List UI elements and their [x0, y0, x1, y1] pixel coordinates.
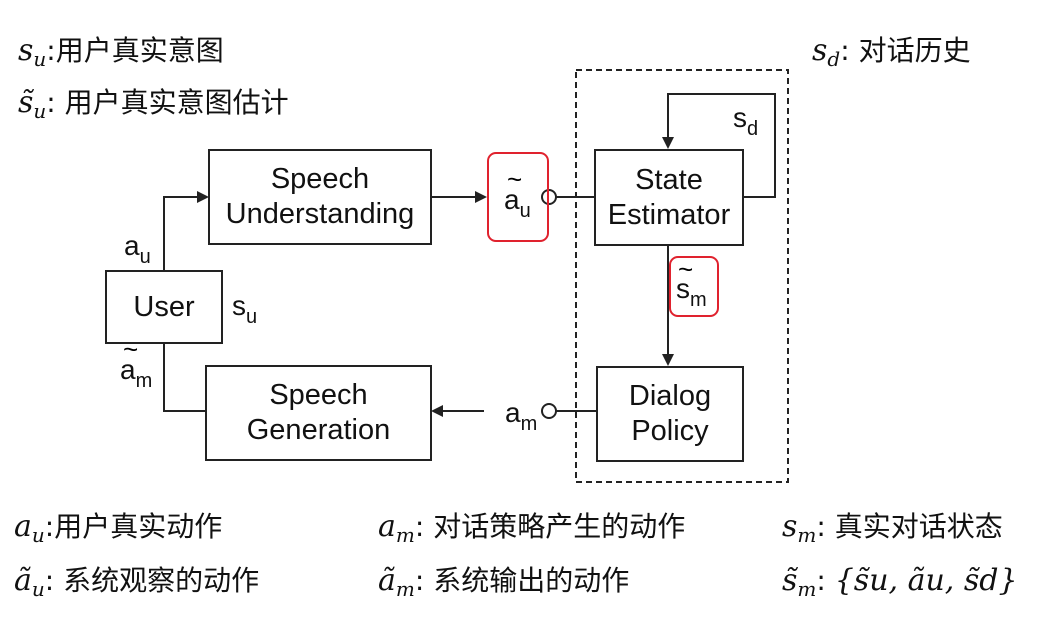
legend-su-tilde: s̃u: 用户真实意图估计 [18, 85, 289, 123]
highlight-au-tilde [487, 152, 549, 242]
user-box: User [105, 270, 223, 344]
line-generation-to-user [163, 344, 205, 412]
legend-sd: sd: 对话历史 [812, 33, 971, 71]
arrow-self-loop-sd [662, 93, 776, 198]
label-sd: sd [733, 102, 759, 140]
legend-sm: sm: 真实对话状态 [782, 509, 1003, 547]
dialog-policy-line1: Dialog [628, 380, 712, 413]
speech-understanding-line1: Speech [270, 163, 370, 196]
dashed-container [575, 69, 789, 483]
label-au-tilde: au [504, 184, 531, 222]
node-circle-au [541, 189, 557, 205]
user-label: User [133, 290, 195, 323]
tilde-sm: ~ [678, 254, 694, 284]
label-au: au [124, 230, 151, 268]
legend-su: su:用户真实意图 [18, 33, 224, 71]
speech-generation-line1: Speech [269, 379, 368, 412]
label-su: su [232, 290, 258, 328]
legend-sm-tilde: s̃m: {s̃u, ãu, s̃d} [782, 563, 1018, 601]
label-am-tilde: am [120, 354, 153, 392]
state-estimator-line1: State [635, 163, 703, 196]
state-estimator-line2: Estimator [607, 198, 731, 231]
speech-understanding-line2: Understanding [225, 198, 415, 230]
legend-am-tilde: ãm: 系统输出的动作 [378, 563, 630, 601]
speech-generation-line2: Generation [246, 414, 391, 446]
legend-am: am: 对话策略产生的动作 [378, 509, 686, 547]
node-circle-am [541, 403, 557, 419]
highlight-sm-tilde [669, 256, 719, 317]
label-am: am [505, 397, 538, 435]
legend-au: au:用户真实动作 [14, 509, 223, 547]
tilde-au: ~ [507, 164, 523, 194]
legend-au-tilde: ãu: 系统观察的动作 [14, 563, 260, 601]
dialog-policy-line2: Policy [631, 415, 709, 447]
tilde-am: ~ [123, 334, 139, 364]
label-sm-tilde: sm [676, 273, 707, 311]
arrow-user-to-understanding [163, 191, 209, 270]
